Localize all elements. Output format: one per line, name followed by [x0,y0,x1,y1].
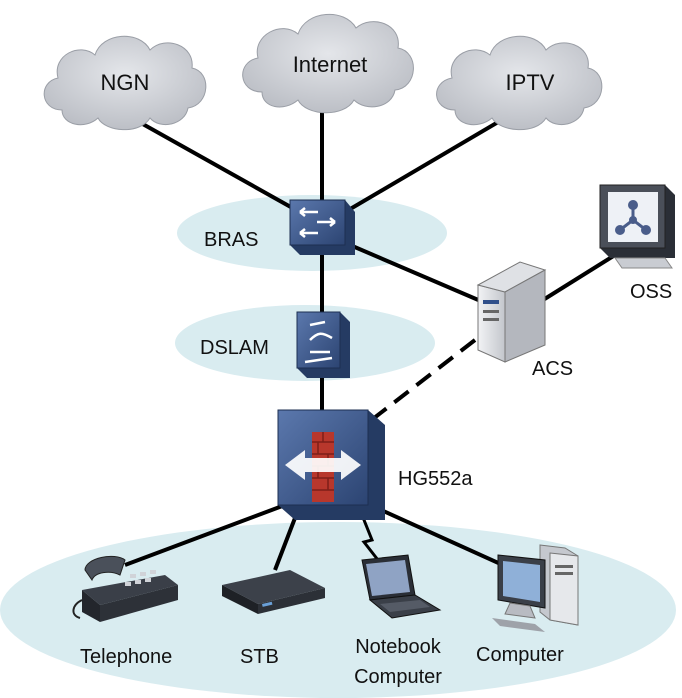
gateway-firewall-icon [277,409,385,520]
cloud-icon [436,35,603,131]
monitor-icon [599,184,675,269]
telephone-icon [72,555,178,622]
link-bras-acs [349,243,491,307]
dslam-device: DSLAM [200,311,350,378]
cloud-iptv: IPTV [436,35,603,131]
cloud-ngn: NGN [43,35,207,131]
link-gateway-telephone [124,503,286,567]
laptop-icon [361,554,442,619]
wireless-bolt-icon [360,514,380,561]
cloud-icon [43,35,207,131]
desktop-computer-icon [492,544,579,632]
bras-label: BRAS [204,229,258,251]
link-iptv-bras [338,116,507,217]
hg552a-gateway: HG552a [277,409,473,520]
oss-workstation: OSS [599,184,675,303]
notebook-device: Notebook Computer [354,554,442,688]
cloud-label-internet: Internet [293,52,368,77]
link-acs-oss [533,253,617,307]
cloud-label-ngn: NGN [101,70,150,95]
dslam-icon [296,311,350,378]
server-icon [476,261,547,363]
notebook-label-line1: Notebook [355,636,442,658]
cloud-label-iptv: IPTV [506,70,555,95]
stb-label: STB [240,646,279,668]
hg552a-label: HG552a [398,468,473,490]
stb-device: STB [222,570,325,668]
cloud-internet: Internet [242,14,414,114]
router-icon [289,199,355,255]
link-ngn-bras [131,116,306,217]
acs-server: ACS [476,261,573,380]
computer-device: Computer [476,544,579,666]
dslam-label: DSLAM [200,337,269,359]
bras-router: BRAS [204,199,355,255]
telephone-device: Telephone [72,555,178,668]
cloud-icon [242,14,414,114]
telephone-label: Telephone [80,646,172,668]
oss-label: OSS [630,281,672,303]
notebook-label-line2: Computer [354,666,442,688]
link-acs-gateway-dashed [363,338,477,427]
acs-label: ACS [532,358,573,380]
computer-label: Computer [476,644,564,666]
set-top-box-icon [222,570,325,614]
